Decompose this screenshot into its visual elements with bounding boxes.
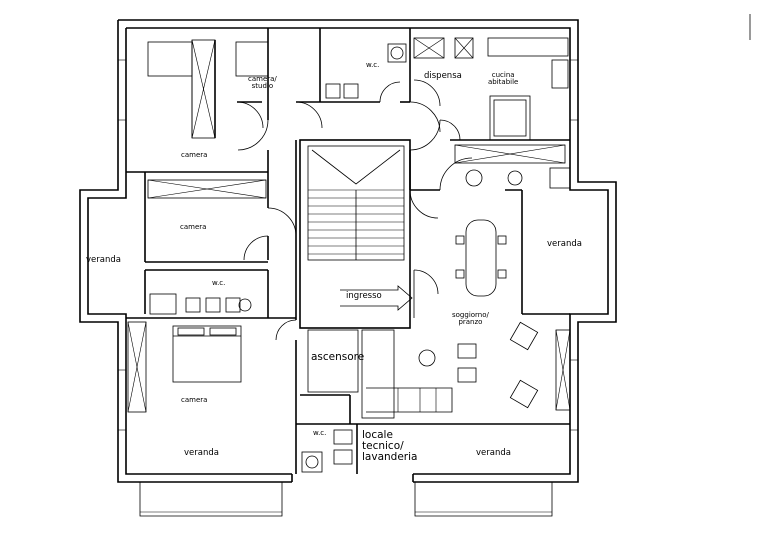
label-cucina-line2: abitabile <box>488 78 519 87</box>
stair-core <box>299 139 411 419</box>
label-dispensa: dispensa <box>424 71 462 81</box>
label-wc-bottom: w.c. <box>313 429 327 437</box>
label-veranda-bottom-left: veranda <box>184 448 219 458</box>
label-camera-studio-line1: camera/ <box>248 75 277 83</box>
wardrobes <box>127 37 571 413</box>
label-camera-bottom: camera <box>181 396 208 404</box>
balconies <box>139 14 751 517</box>
label-camera-studio-line2: studio <box>251 82 274 91</box>
label-soggiorno-line1: soggiorno/ <box>452 311 489 319</box>
label-locale-line1: locale <box>362 429 393 441</box>
label-camera-top: camera <box>181 151 208 159</box>
label-locale-tecnico: locale tecnico/ lavanderia <box>362 429 418 464</box>
label-camera-mid: camera <box>180 223 207 231</box>
entrance-arrow <box>340 269 439 318</box>
label-camera-studio: camera/ studio <box>248 75 277 91</box>
bathroom-fixtures <box>149 43 407 473</box>
label-ascensore: ascensore <box>311 351 365 363</box>
label-veranda-bottom-right: veranda <box>476 448 511 458</box>
interior-walls <box>126 28 570 474</box>
label-veranda-right: veranda <box>547 239 582 249</box>
label-locale-line3: lavanderia <box>362 451 418 464</box>
windows <box>118 59 578 431</box>
label-ingresso: ingresso <box>346 291 382 301</box>
kitchen-furniture <box>465 37 571 189</box>
outer-walls <box>79 19 617 483</box>
door-swings <box>236 79 473 341</box>
beds <box>147 41 269 383</box>
label-wc-left: w.c. <box>212 279 226 287</box>
label-soggiorno-line2: pranzo <box>458 318 483 327</box>
label-cucina: cucina abitabile <box>488 71 519 87</box>
label-locale-line2: tecnico/ <box>362 440 404 453</box>
living-furniture <box>366 219 539 413</box>
label-wc-top: w.c. <box>366 61 380 69</box>
label-cucina-line1: cucina <box>491 71 515 79</box>
label-soggiorno: soggiorno/ pranzo <box>452 311 489 327</box>
label-veranda-left: veranda <box>86 255 121 265</box>
